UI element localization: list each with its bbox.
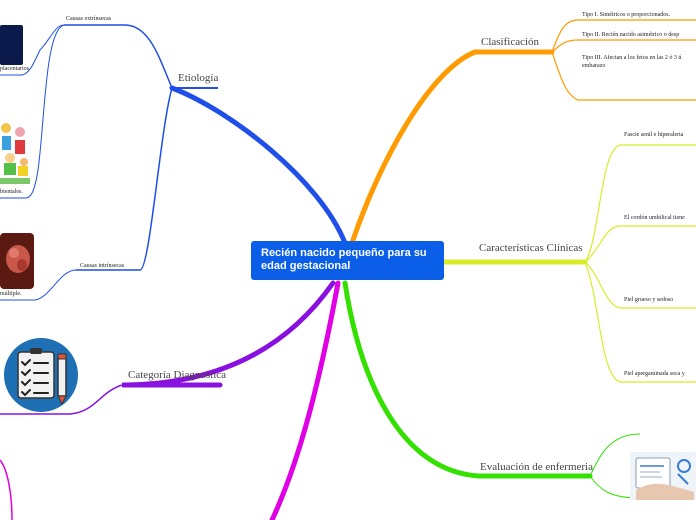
leaf-ambientales[interactable]: bientales. [0,189,23,195]
connector-causas-extrinsecas [64,24,173,89]
subtopic-causas-intrinsecas[interactable]: Causas intrínsecas [80,263,125,269]
leaf-cordon-umbilical[interactable]: El cordón umbilical tiene [624,215,685,221]
leaf-piel-gruesa[interactable]: Piel grueso y sedoso [624,297,674,303]
connector-evaluacion-img-top [589,433,641,477]
connector-extrinsecas-img1 [0,24,65,76]
topic-evaluacion-enfermeria[interactable]: Evaluación de enfermeria [480,461,593,473]
connector-piel-apergaminada [584,261,696,383]
connector-causas-intrinsecas [76,87,173,271]
clipboard-image [630,452,696,500]
leaf-tipo-3-line1[interactable]: Tipo III. Afectan a los fetos en las 2 ó… [582,55,682,61]
connector-magenta-left [0,459,13,520]
topic-caracteristicas-clinicas[interactable]: Características Clínicas [479,242,583,254]
fetus-image [0,233,34,289]
connector-evaluacion [342,280,593,479]
connector-magenta [269,280,341,520]
leaf-tipo-1[interactable]: Tipo I. Simétricos o proporcionados. [582,12,671,18]
leaf-placentarios[interactable]: placentarios. [0,66,31,72]
connector-tipo2 [551,39,696,53]
connector-extrinsecas-img2 [0,24,65,199]
connector-piel-gruesa [584,261,696,309]
checklist-icon [4,338,78,412]
connector-tipo3 [551,51,696,101]
children-illustration [0,118,30,186]
leaf-tipo-2[interactable]: Tipo II. Recién nacido asimétrico o desp [582,32,680,38]
topic-etiologia[interactable]: Etiología [178,72,219,84]
connector-clasificacion [349,49,555,246]
connector-categoria-img [0,384,123,415]
topic-clasificacion[interactable]: Clasificación [481,36,540,48]
connector-categoria [121,280,336,388]
subtopic-causas-extrinsecas[interactable]: Causas extrínsecas [66,16,112,22]
topic-categoria-diagnostica[interactable]: Categoría Diagnostica [128,369,227,381]
leaf-piel-apergaminada[interactable]: Piel apergaminada seca y [624,371,685,377]
leaf-facie-senil[interactable]: Fascie senil e hiperalerta [624,132,684,138]
leaf-multiple[interactable]: múltiple. [0,291,22,297]
connector-facie [584,144,696,263]
central-topic[interactable]: Recién nacido pequeño para su edad gesta… [251,241,444,280]
connector-cordon [584,225,696,263]
leaf-tipo-3-line2: embarazo [582,63,606,69]
connector-intrinsecas-img [0,269,77,301]
connector-etiologia [169,85,348,246]
connector-tipo1 [551,19,696,53]
placental-image [0,25,23,65]
